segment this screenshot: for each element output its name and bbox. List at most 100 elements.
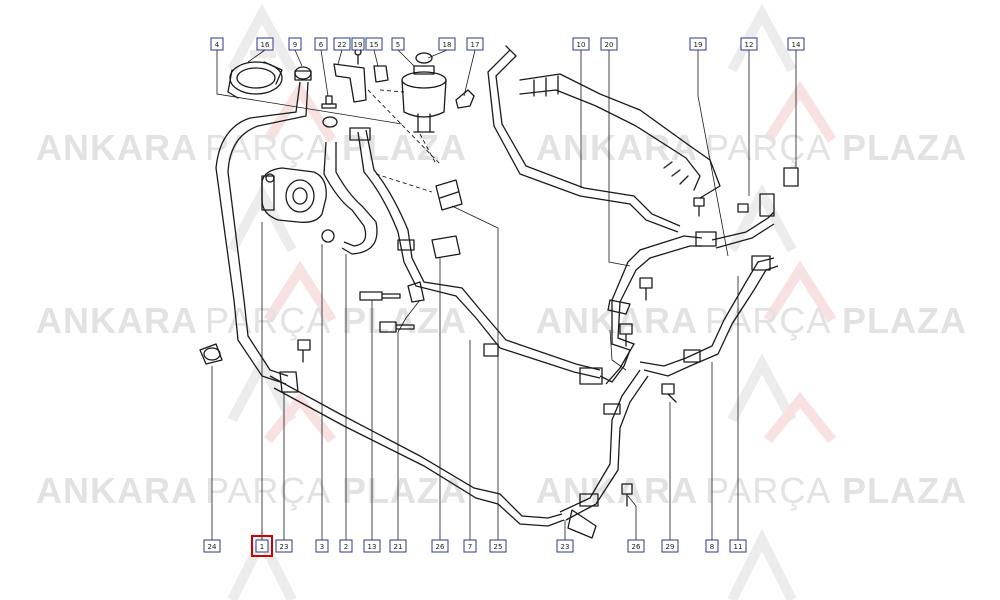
svg-text:5: 5 [396,41,400,49]
svg-text:23: 23 [280,543,289,551]
bolt [297,339,311,363]
svg-text:13: 13 [368,543,377,551]
callout-label[interactable]: 7 [463,539,477,553]
svg-text:12: 12 [745,41,754,49]
callout-label[interactable]: 3 [315,539,329,553]
svg-text:1: 1 [260,543,264,551]
watermark-text-light: PARÇA [705,470,831,511]
callout-label[interactable]: 14 [787,37,805,51]
callout-label[interactable]: 25 [489,539,507,553]
bolt [661,383,677,403]
callout-label[interactable]: 19 [689,37,707,51]
watermark-text-bold: ANKARA [36,470,198,511]
callout-label[interactable]: 22 [333,37,351,51]
watermark-text-light: PARÇA [705,300,831,341]
callout-label[interactable]: 6 [314,37,328,51]
callout-label[interactable]: 29 [661,539,679,553]
mounting-clip [435,179,463,211]
callout-label[interactable]: 15 [365,37,383,51]
power-steering-pump [261,167,327,223]
watermark-logo-mark [227,3,337,143]
watermark-text-bold: ANKARA [536,470,698,511]
callout-label[interactable]: 17 [466,37,484,51]
watermark-text-light: PARÇA [205,470,331,511]
parts-drawing [199,45,799,540]
svg-text:7: 7 [468,543,472,551]
callout-label[interactable]: 9 [288,37,302,51]
callout-label[interactable]: 23 [275,539,293,553]
callout-label[interactable]: 20 [600,37,618,51]
svg-text:8: 8 [710,543,714,551]
watermark-text-end: PLAZA [842,300,967,341]
callout-label[interactable]: 11 [729,539,747,553]
callout-label[interactable]: 8 [705,539,719,553]
reservoir-bracket [333,48,389,103]
svg-text:6: 6 [319,41,324,49]
watermark-text-end: PLAZA [842,470,967,511]
callout-label[interactable]: 23 [556,539,574,553]
watermark-text-bold: ANKARA [36,300,198,341]
svg-text:19: 19 [694,41,703,49]
bolt [379,321,415,333]
mounting-clip [407,281,425,303]
bolt [621,483,633,507]
callout-label-highlighted[interactable]: 1 [251,535,273,557]
mounting-clip [431,235,461,259]
svg-text:23: 23 [561,543,570,551]
svg-text:22: 22 [338,41,347,49]
watermark-text-bold: ANKARA [536,127,698,168]
watermark-text-light: PARÇA [705,127,831,168]
callouts-top: 4 16 9 6 22 15 5 18 17 10 20 19 12 14 19 [210,37,805,51]
bolt [619,323,633,347]
svg-text:9: 9 [293,41,297,49]
svg-text:11: 11 [734,543,743,551]
svg-text:26: 26 [632,543,641,551]
callout-label[interactable]: 24 [203,539,221,553]
callout-label[interactable]: 12 [740,37,758,51]
fluid-reservoir [401,52,447,133]
hose-clip [455,89,475,109]
watermark-text-end: PLAZA [342,470,467,511]
bolt [737,203,749,213]
svg-text:4: 4 [215,41,220,49]
svg-text:19: 19 [354,41,363,49]
svg-text:18: 18 [443,41,452,49]
callout-label[interactable]: 5 [391,37,405,51]
watermark-logo-mark [727,3,837,143]
callout-label[interactable]: 13 [363,539,381,553]
svg-text:20: 20 [605,41,614,49]
callout-label[interactable]: 10 [572,37,590,51]
callout-label[interactable]: 2 [339,539,353,553]
bolt [639,277,653,301]
banjo-bolt [321,95,337,109]
callout-label[interactable]: 16 [256,37,274,51]
leader-lines [211,49,797,540]
watermark-text-bold: ANKARA [536,300,698,341]
watermark-logo-mark [727,353,836,444]
svg-text:10: 10 [577,41,586,49]
svg-text:21: 21 [394,543,403,551]
callout-label[interactable]: 26 [627,539,645,553]
callout-label[interactable]: 19 [351,37,365,51]
svg-text:15: 15 [370,41,379,49]
bolt [359,291,401,301]
watermark-text-light: PARÇA [205,300,331,341]
callouts-bottom: 24 1 23 3 2 13 21 26 7 25 23 26 29 8 11 [203,535,747,557]
watermark-layer: ANKARA PARÇA PLAZA ANKARA PARÇA PLAZA AN… [36,3,967,600]
svg-text:24: 24 [208,543,217,551]
watermark-text-light: PARÇA [205,127,331,168]
hose-clamp-small [294,66,312,81]
callout-label[interactable]: 26 [431,539,449,553]
svg-text:25: 25 [494,543,503,551]
svg-text:29: 29 [666,543,675,551]
callout-label[interactable]: 18 [438,37,456,51]
mounting-clip [199,343,223,365]
bolt [693,197,705,217]
svg-text:14: 14 [792,41,801,49]
callout-label[interactable]: 4 [210,37,224,51]
pump-clamp [227,61,283,99]
callout-label[interactable]: 21 [389,539,407,553]
svg-text:2: 2 [344,543,348,551]
watermark-text-end: PLAZA [342,300,467,341]
